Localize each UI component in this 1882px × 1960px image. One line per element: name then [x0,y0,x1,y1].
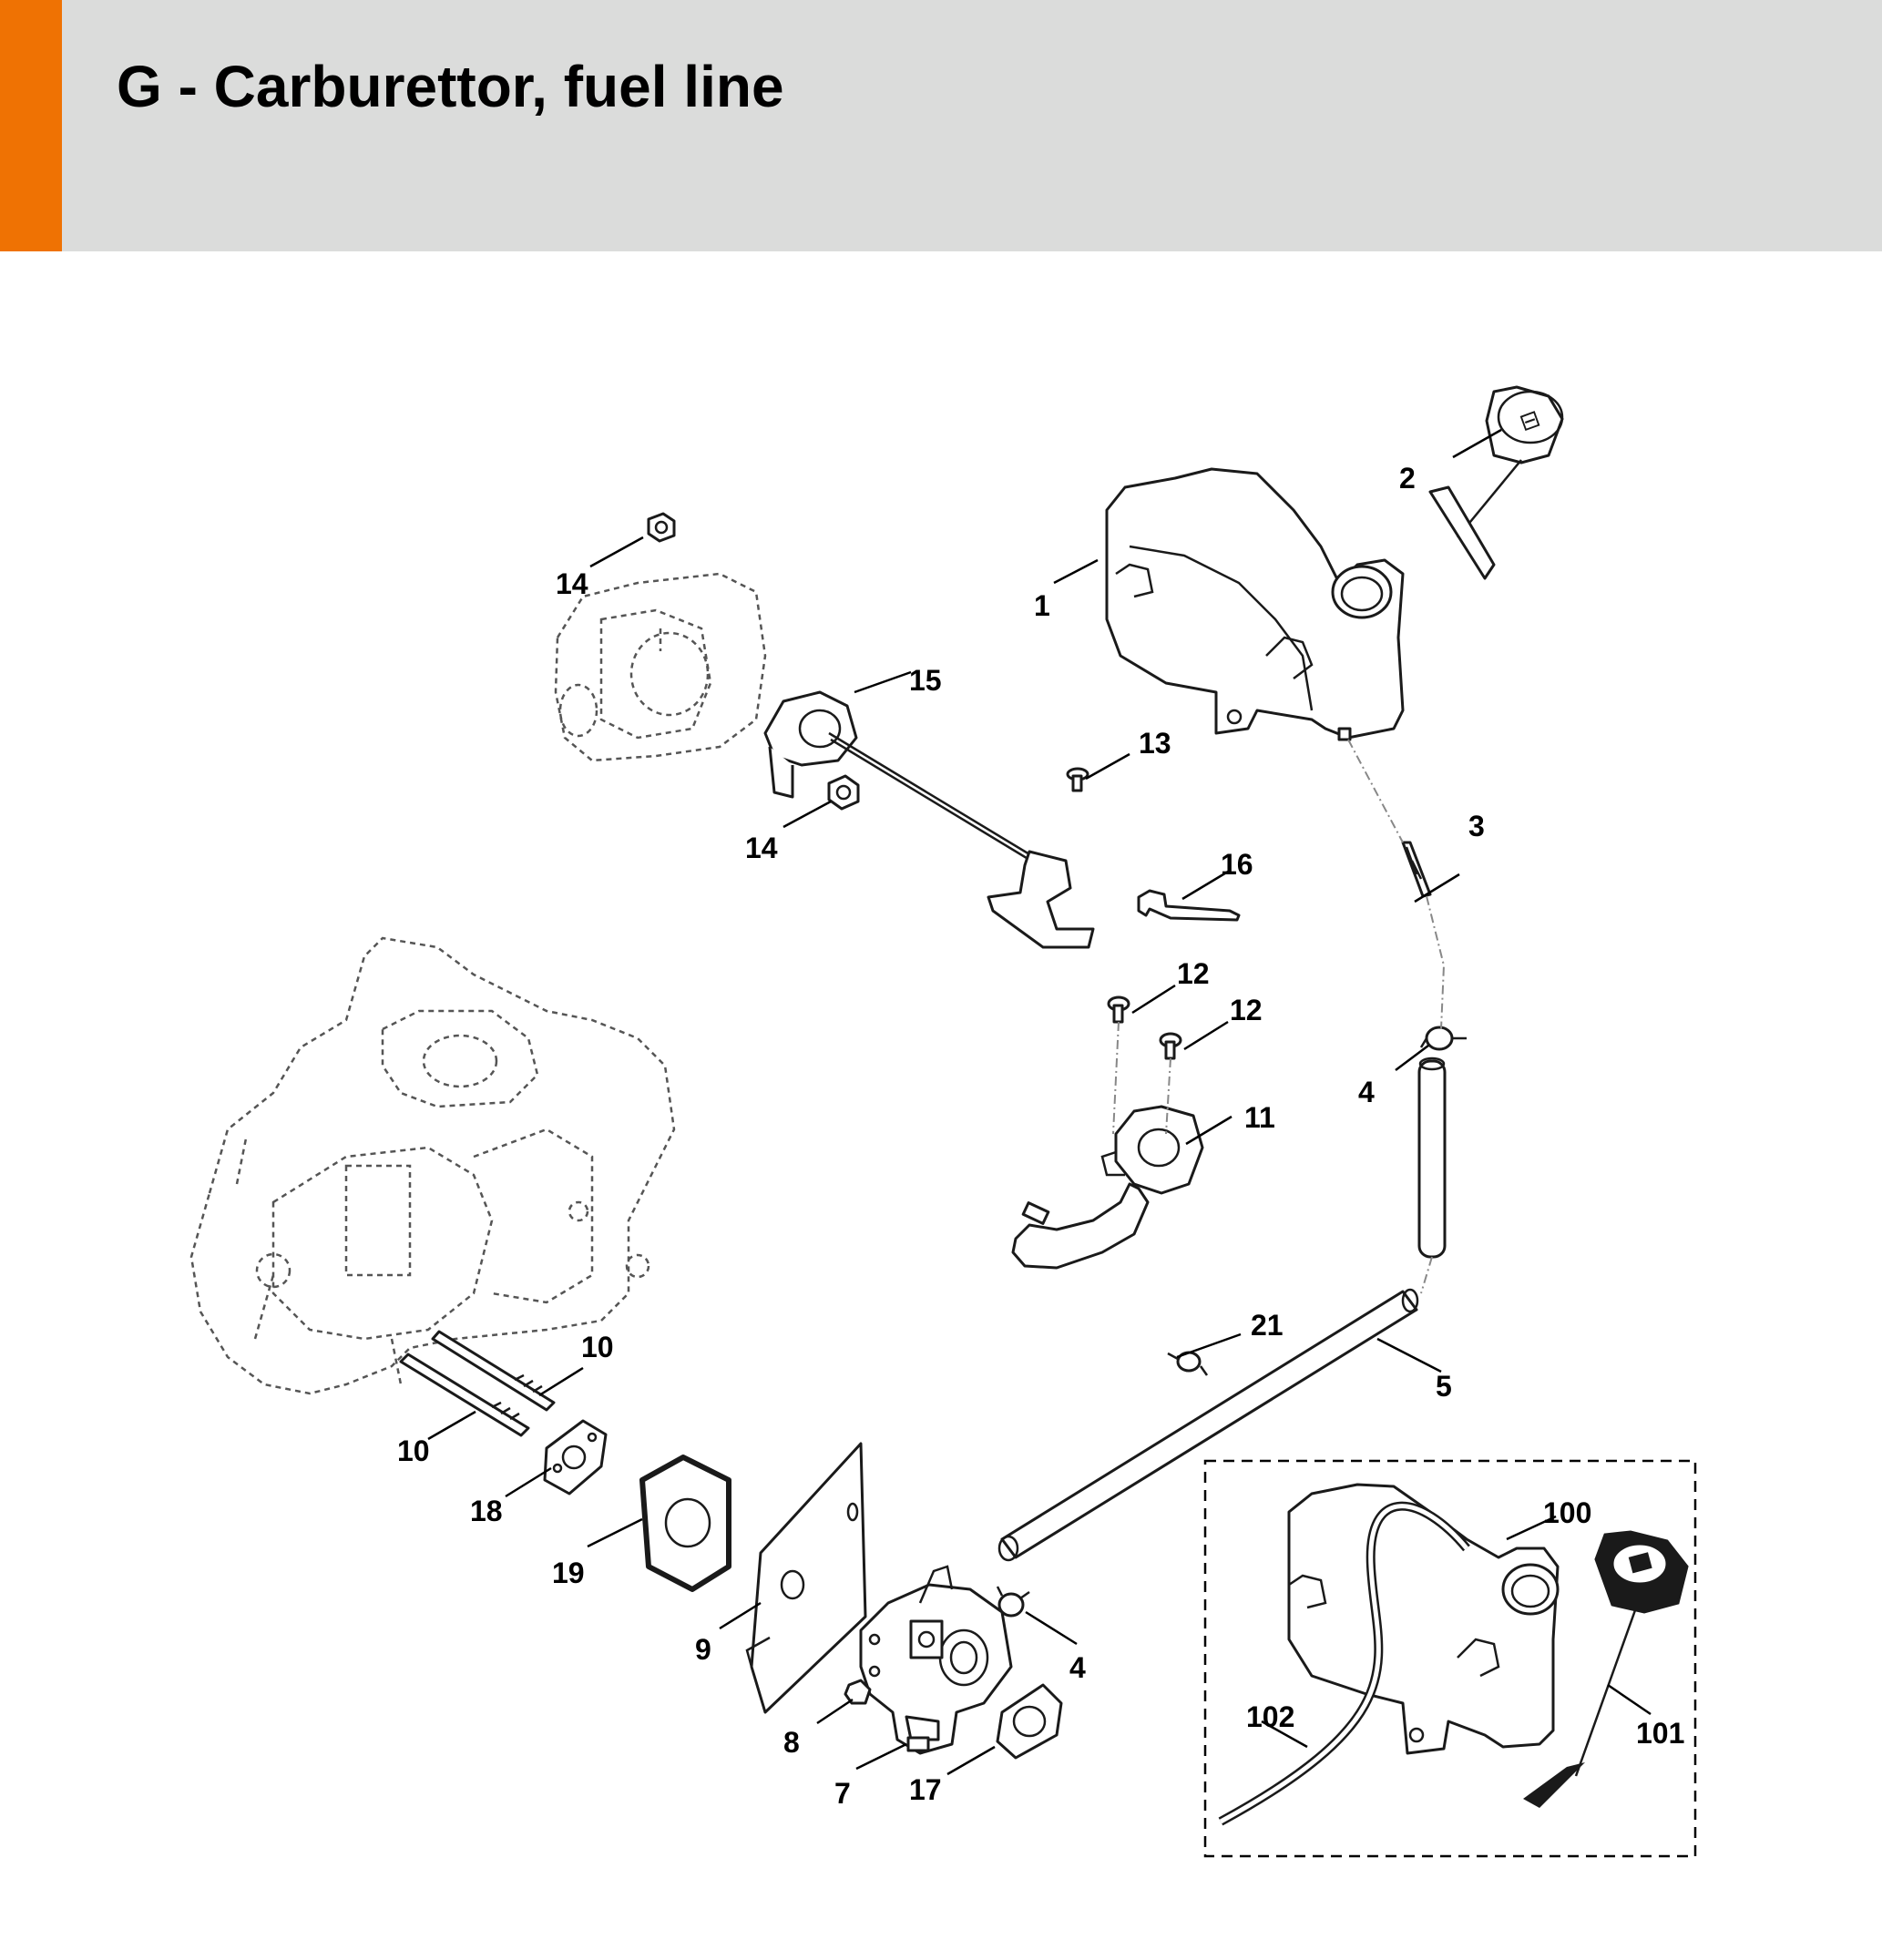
gasket-part-18 [543,1419,608,1496]
callout-1: 1 [1034,589,1050,622]
connection-lines [1112,739,1446,1294]
callout-19: 19 [552,1557,585,1589]
callout-12-right: 12 [1230,994,1263,1026]
callout-2: 2 [1399,462,1416,495]
fuel-tank-part-1 [1105,467,1405,741]
fuel-pump-part-11 [1011,1105,1204,1270]
fuel-hose-part-5 [997,1288,1419,1562]
filter-part-3 [1401,841,1432,898]
header-accent-bar [0,0,62,251]
screw-part-13 [1066,767,1089,792]
clamp-part-4-upper [1419,1026,1467,1051]
callout-102: 102 [1246,1700,1294,1733]
callout-5: 5 [1436,1370,1452,1403]
callout-13: 13 [1139,727,1171,760]
callout-14-bottom: 14 [745,832,778,864]
fuel-cap-part-2: ⊟ [1428,385,1564,580]
clip-part-16 [1137,889,1241,922]
screw-part-12-left [1107,995,1130,1024]
callout-101: 101 [1636,1717,1684,1750]
engine-block-ghost [189,936,676,1395]
callout-10-lower: 10 [397,1434,430,1467]
nut-part-14-top [647,512,676,543]
callout-9: 9 [695,1633,711,1666]
carburettor-part-7 [859,1565,1013,1755]
callout-14-top: 14 [556,567,588,600]
linkage-part-15 [763,690,1095,949]
insulator-part-19 [639,1455,731,1592]
callout-3: 3 [1468,810,1485,842]
callout-11: 11 [1244,1101,1275,1134]
plate-part-9 [745,1442,867,1714]
callout-15: 15 [909,664,942,697]
stud-part-10-lower [399,1353,530,1437]
callout-18: 18 [470,1495,503,1527]
stud-part-10-upper [431,1330,556,1412]
page-title: G - Carburettor, fuel line [117,54,784,119]
nut-part-14-bottom [827,774,860,811]
callout-8: 8 [783,1726,800,1759]
callout-12-left: 12 [1177,957,1210,990]
clamp-part-21 [1167,1351,1209,1376]
gasket-part-17 [996,1683,1063,1760]
clamp-part-4-lower [996,1586,1030,1618]
screw-part-8 [844,1679,872,1705]
callout-16: 16 [1221,848,1253,881]
callout-7: 7 [834,1777,851,1810]
fuel-hose-vertical [1417,1057,1447,1259]
screw-part-12-right [1159,1032,1182,1060]
leader-lines [427,428,1652,1776]
callout-10-upper: 10 [581,1331,614,1363]
callout-17: 17 [909,1773,942,1806]
callout-labels: 1 2 3 4 4 5 7 8 9 10 10 11 12 12 13 14 1… [397,462,1684,1810]
air-filter-ghost [554,572,767,762]
callout-4-upper: 4 [1358,1076,1375,1108]
callout-21: 21 [1251,1309,1284,1342]
header-band [0,0,1882,251]
callout-100: 100 [1543,1496,1591,1529]
callout-4-lower: 4 [1069,1651,1086,1684]
fuel-tank-kit-box [1203,1459,1697,1858]
